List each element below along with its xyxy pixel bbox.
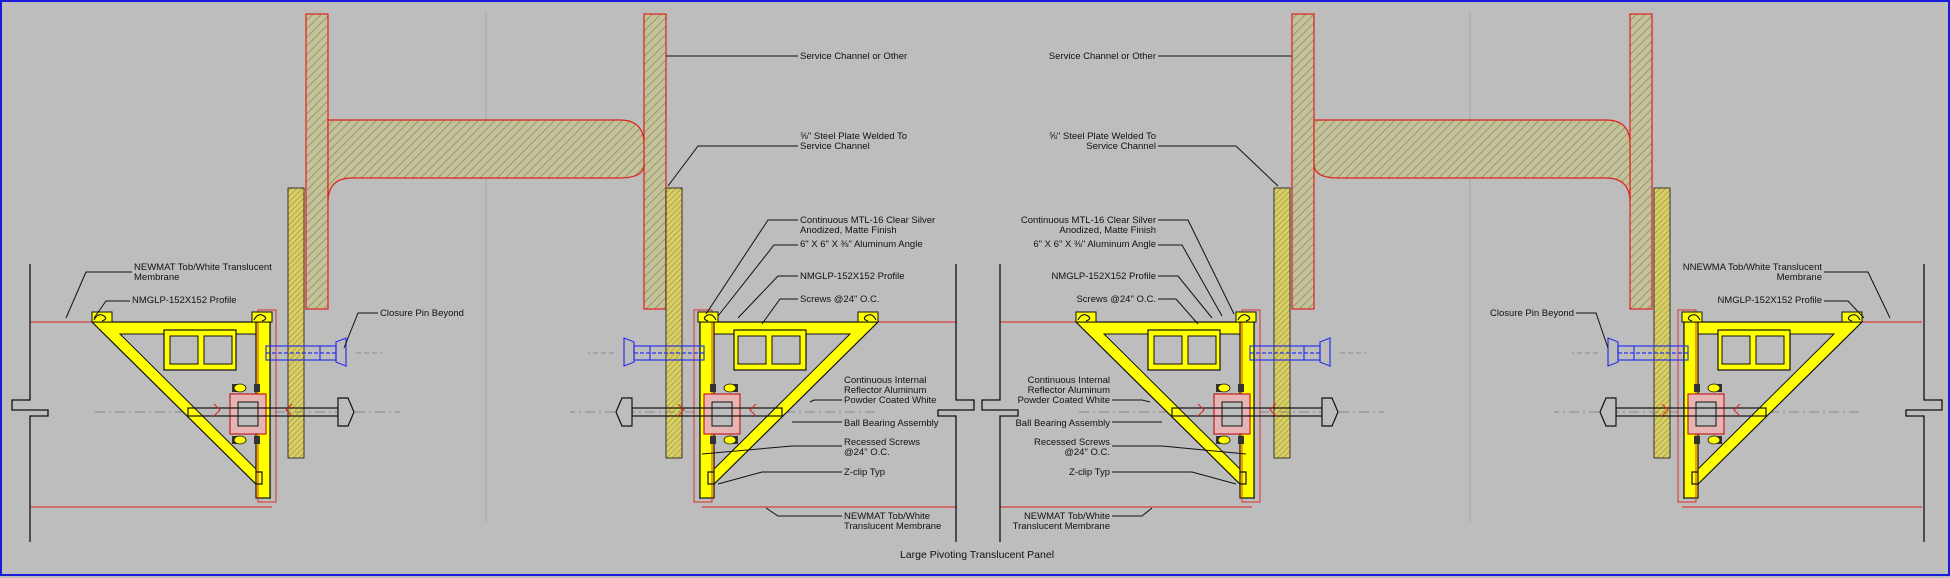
pivot-assembly-1 xyxy=(91,309,401,503)
steel-plate-label-2b: Service Channel xyxy=(800,141,870,152)
recessed-label-3b: @24" O.C. xyxy=(1064,447,1110,458)
wall-edges xyxy=(11,264,1943,542)
reflector-label-3b: Reflector Aluminum xyxy=(1028,385,1110,396)
profile-label-2: NMGLP-152X152 Profile xyxy=(800,271,905,282)
membrane-bottom-label-3a: NEWMAT Tob/White xyxy=(1024,511,1110,522)
reflector-label-3c: Powder Coated White xyxy=(1018,395,1110,406)
screws-label-3: Screws @24" O.C. xyxy=(1076,294,1156,305)
recessed-label-2b: @24" O.C. xyxy=(844,447,890,458)
closure-pin-right-label: Closure Pin Beyond xyxy=(1490,308,1574,319)
service-channel-right xyxy=(1291,13,1653,310)
pivot-assembly-3 xyxy=(1075,309,1385,503)
welded-steel-plates xyxy=(287,187,1671,459)
angle-label-3: 6" X 6" X ⅜" Aluminum Angle xyxy=(1033,239,1156,250)
reflector-label-2c: Powder Coated White xyxy=(844,395,936,406)
leader-lines xyxy=(65,55,1891,517)
membrane-right-label-1: NNEWMA Tob/White Translucent xyxy=(1683,262,1823,273)
steel-plate-label-3a: ⅝" Steel Plate Welded To xyxy=(1049,131,1156,142)
angle-label-2: 6" X 6" X ⅜" Aluminum Angle xyxy=(800,239,923,250)
profile-label-3: NMGLP-152X152 Profile xyxy=(1051,271,1156,282)
recessed-label-2a: Recessed Screws xyxy=(844,437,920,448)
mtl-label-3a: Continuous MTL-16 Clear Silver xyxy=(1021,215,1156,226)
membrane-bottom-label-2b: Translucent Membrane xyxy=(844,521,941,532)
recessed-label-3a: Recessed Screws xyxy=(1034,437,1110,448)
profile-right-label: NMGLP-152X152 Profile xyxy=(1717,295,1822,306)
mtl-label-2a: Continuous MTL-16 Clear Silver xyxy=(800,215,935,226)
mtl-label-2b: Anodized, Matte Finish xyxy=(800,225,897,236)
reflector-label-2a: Continuous Internal xyxy=(844,375,926,386)
ball-bearing-label-3: Ball Bearing Assembly xyxy=(1015,418,1110,429)
membrane-bottom-label-2a: NEWMAT Tob/White xyxy=(844,511,930,522)
pivot-assembly-2 xyxy=(569,309,879,503)
reflector-label-3a: Continuous Internal xyxy=(1028,375,1110,386)
steel-plate-label-2a: ⅝" Steel Plate Welded To xyxy=(800,131,907,142)
screws-label-2: Screws @24" O.C. xyxy=(800,294,880,305)
ball-bearing-label-2: Ball Bearing Assembly xyxy=(844,418,939,429)
pivot-assembly-4 xyxy=(1553,309,1863,503)
steel-plate-label-3b: Service Channel xyxy=(1086,141,1156,152)
service-channel-label-3: Service Channel or Other xyxy=(1049,51,1156,62)
membrane-bottom-label-3b: Translucent Membrane xyxy=(1013,521,1110,532)
closure-pin-left-label: Closure Pin Beyond xyxy=(380,308,464,319)
zclip-label-3: Z-clip Typ xyxy=(1069,467,1110,478)
mtl-label-3b: Anodized, Matte Finish xyxy=(1059,225,1156,236)
membrane-left-label-1: NEWMAT Tob/White Translucent xyxy=(134,262,272,273)
service-channel-left xyxy=(305,13,667,310)
service-channel-label-2: Service Channel or Other xyxy=(800,51,907,62)
membrane-right-label-2: Membrane xyxy=(1777,272,1822,283)
zclip-label-2: Z-clip Typ xyxy=(844,467,885,478)
drawing-title: Large Pivoting Translucent Panel xyxy=(900,549,1054,561)
reflector-label-2b: Reflector Aluminum xyxy=(844,385,926,396)
membrane-left-label-2: Membrane xyxy=(134,272,179,283)
profile-left-label: NMGLP-152X152 Profile xyxy=(132,295,237,306)
